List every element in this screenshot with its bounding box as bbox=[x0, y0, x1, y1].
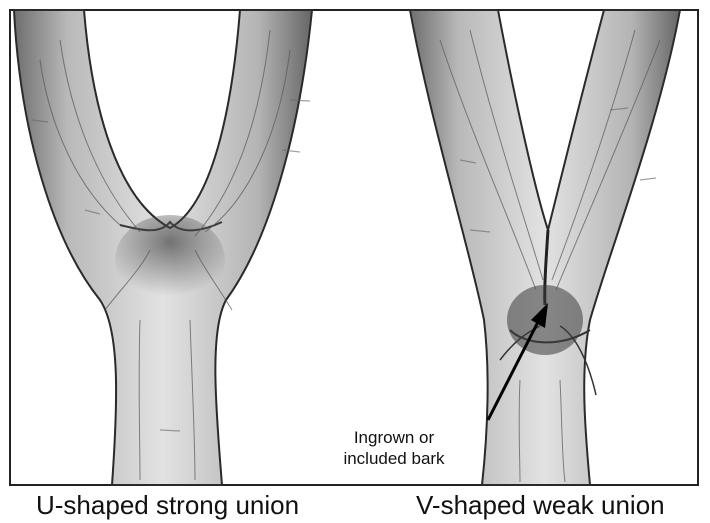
v-shaped-caption: V-shaped weak union bbox=[416, 492, 665, 518]
v-shaped-weak-union-drawing bbox=[410, 10, 680, 485]
u-shaped-union-drawing bbox=[14, 10, 312, 485]
included-bark-annotation: Ingrown or included bark bbox=[318, 427, 470, 470]
annotation-line-1: Ingrown or bbox=[318, 427, 470, 448]
u-shaped-caption: U-shaped strong union bbox=[36, 492, 299, 518]
annotation-line-2: included bark bbox=[318, 448, 470, 469]
